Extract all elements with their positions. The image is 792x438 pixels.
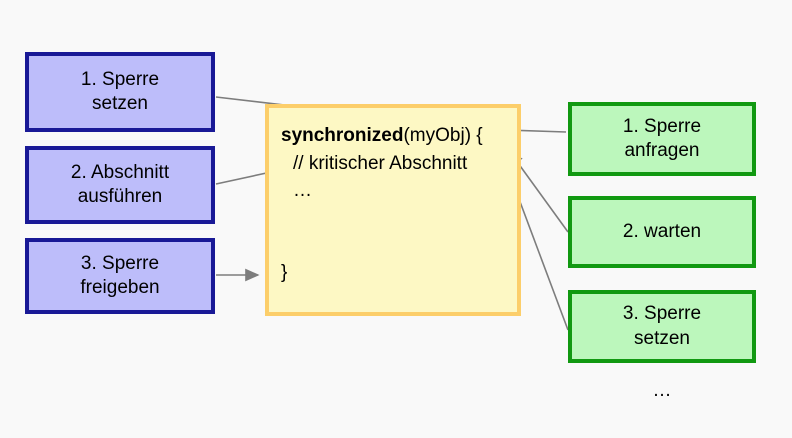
code-line-3-ellipsis: … xyxy=(293,180,312,202)
left-step-1[interactable]: 1. Sperre setzen xyxy=(25,52,215,132)
left-step-3[interactable]: 3. Sperre freigeben xyxy=(25,238,215,314)
right-step-2[interactable]: 2. warten xyxy=(568,196,756,268)
code-line-1-rest: (myObj) { xyxy=(403,125,483,146)
code-keyword-synchronized: synchronized xyxy=(281,125,404,146)
code-block: synchronized(myObj) { // kritischer Absc… xyxy=(265,104,521,316)
right-step-1-label: 1. Sperre anfragen xyxy=(622,115,702,161)
code-line-4-closing-brace: } xyxy=(281,261,288,283)
left-step-2[interactable]: 2. Abschnitt ausführen xyxy=(25,146,215,224)
left-step-3-label: 3. Sperre freigeben xyxy=(80,252,160,298)
left-step-2-label: 2. Abschnitt ausführen xyxy=(70,161,170,207)
right-step-2-label: 2. warten xyxy=(622,220,702,242)
right-more-ellipsis: … xyxy=(652,380,672,401)
code-line-1: synchronized(myObj) { xyxy=(281,122,517,150)
right-step-3-label: 3. Sperre setzen xyxy=(622,303,702,349)
left-step-1-label: 1. Sperre setzen xyxy=(80,68,160,114)
code-gap xyxy=(281,205,517,259)
right-step-3[interactable]: 3. Sperre setzen xyxy=(568,290,756,363)
right-step-1[interactable]: 1. Sperre anfragen xyxy=(568,102,756,176)
code-line-2-comment: // kritischer Abschnitt xyxy=(293,152,468,174)
